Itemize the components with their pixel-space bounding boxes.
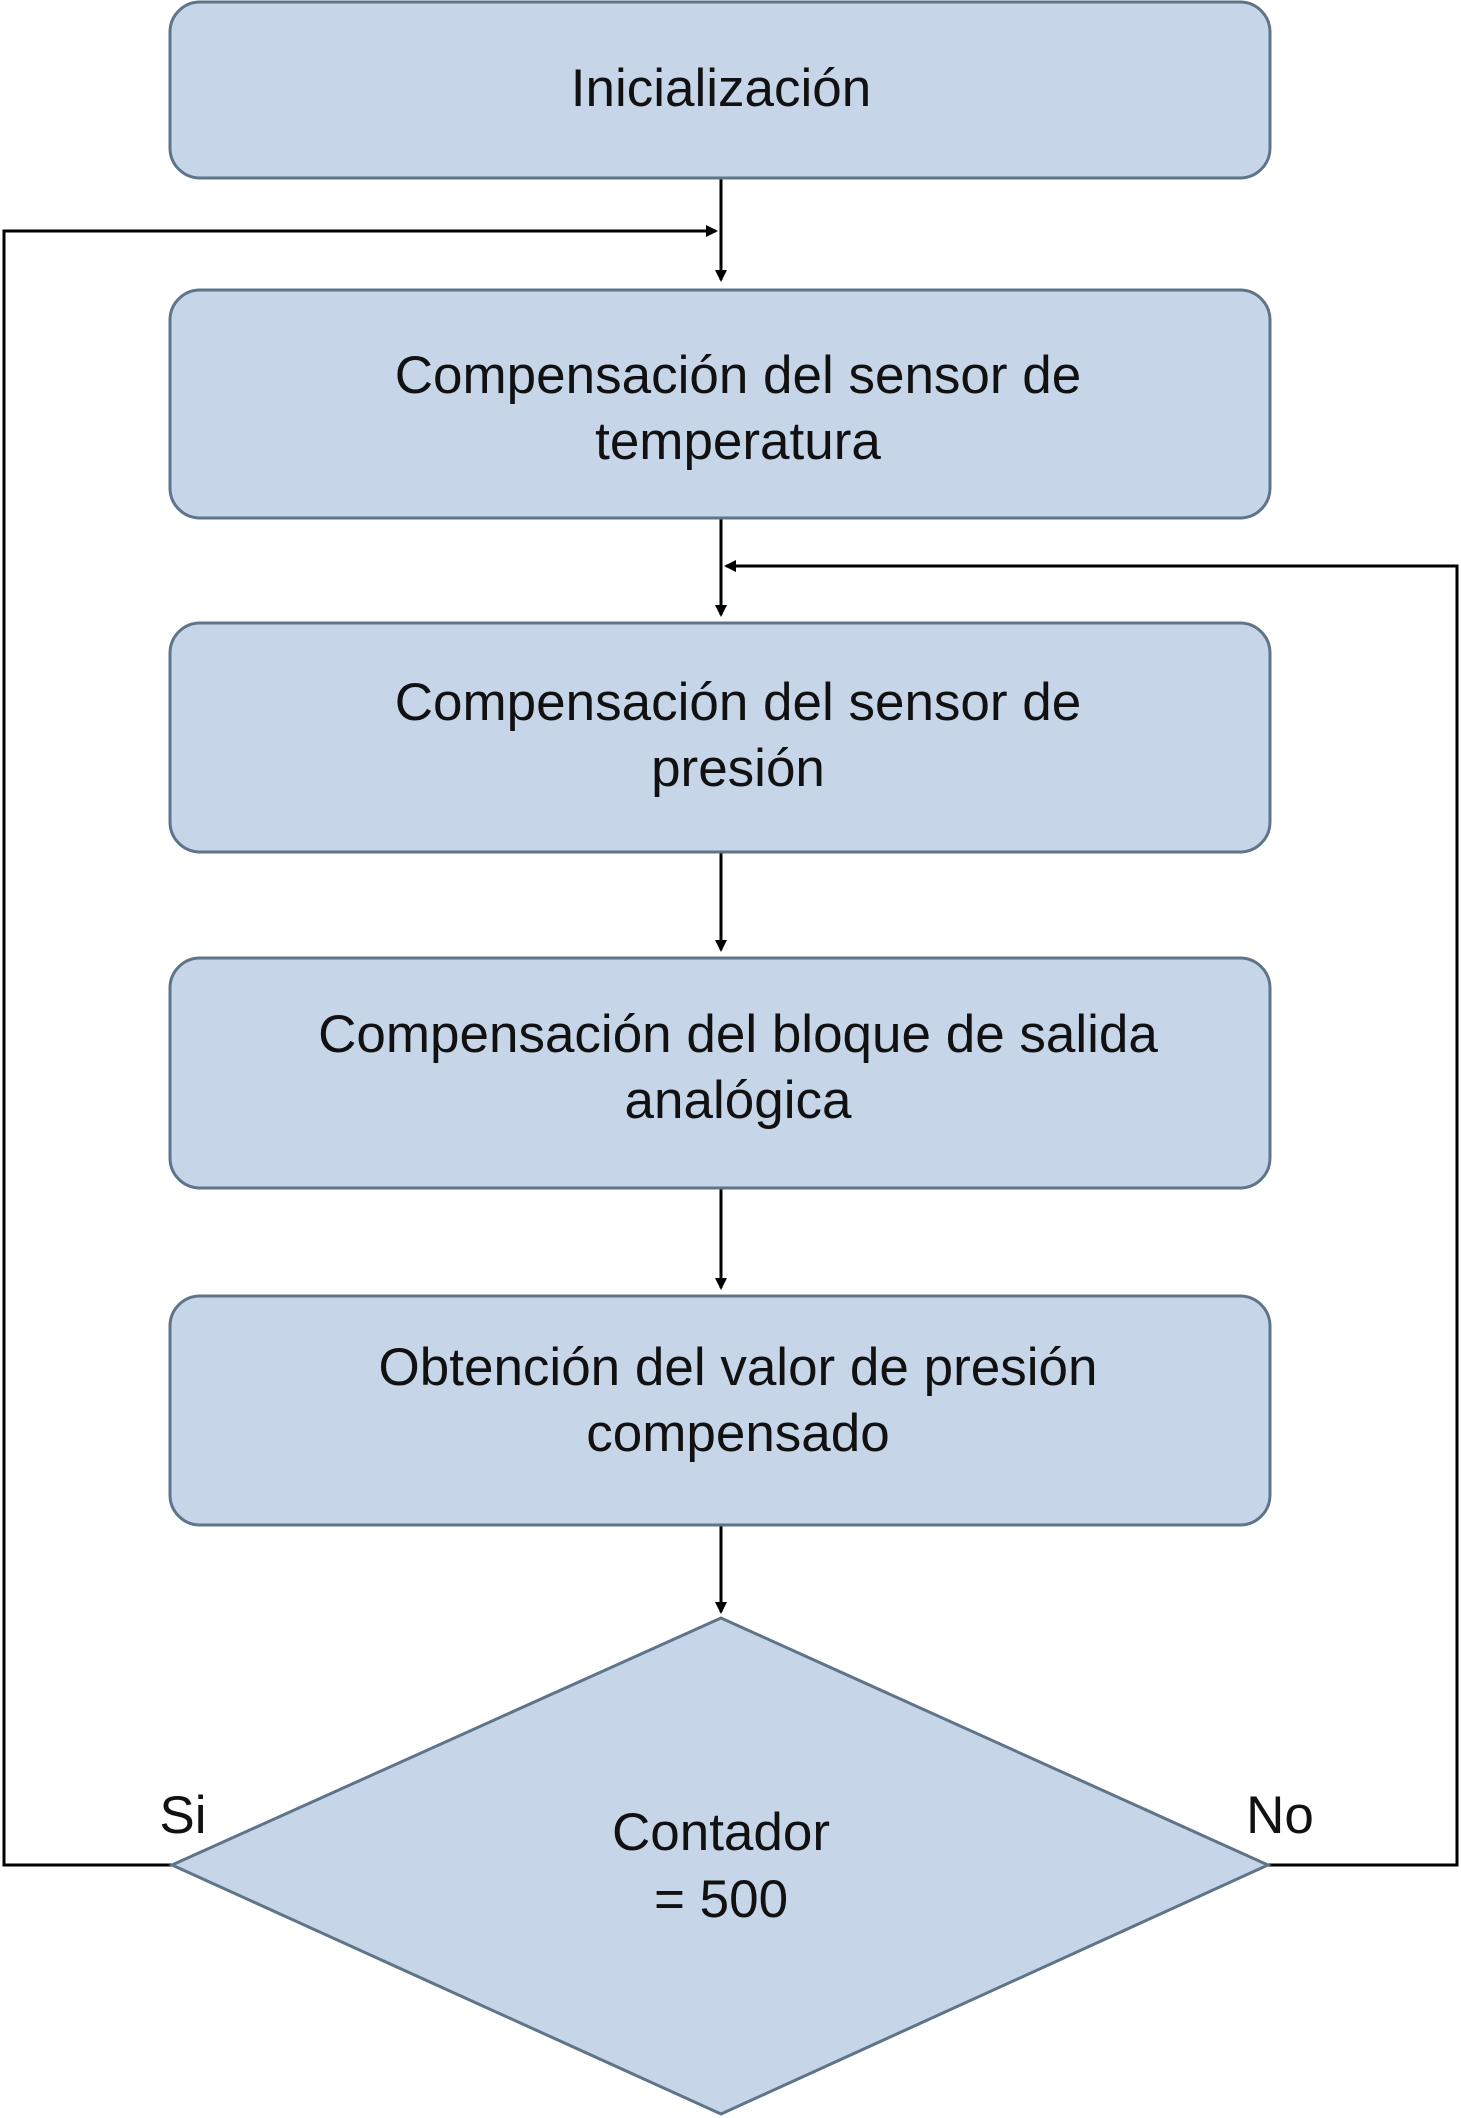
step-initialization: Inicialización (168, 0, 1272, 180)
decision-counter: Contador = 500 (168, 1616, 1272, 2116)
step-temperature-compensation-label-line1: Compensación del sensor de (395, 346, 1081, 405)
step-output-compensation: Compensación del bloque de salida analóg… (168, 956, 1272, 1190)
connectors (2, 178, 1459, 1867)
step-obtain-pressure-label-line1: Obtención del valor de presión (379, 1338, 1098, 1397)
step-output-compensation-label-line1: Compensación del bloque de salida (318, 1005, 1158, 1064)
decision-diamond (168, 1616, 1272, 2116)
connector-yes-loop (2, 225, 718, 1867)
step-pressure-compensation-box (168, 621, 1272, 854)
branch-no-label: No (1246, 1786, 1314, 1845)
step-initialization-box (168, 0, 1272, 180)
step-obtain-pressure-label-line2: compensado (586, 1404, 889, 1463)
step-obtain-pressure-box (168, 1294, 1272, 1527)
step-output-compensation-label-line2: analógica (625, 1071, 852, 1130)
step-initialization-label: Inicialización (571, 59, 871, 118)
step-pressure-compensation: Compensación del sensor de presión (168, 621, 1272, 854)
decision-label-line2: = 500 (654, 1870, 788, 1929)
step-temperature-compensation: Compensación del sensor de temperatura (168, 288, 1272, 520)
step-temperature-compensation-label-line2: temperatura (595, 412, 881, 471)
step-temperature-compensation-box (168, 288, 1272, 520)
branch-yes-label: Si (159, 1786, 206, 1845)
step-pressure-compensation-label-line2: presión (651, 739, 825, 798)
connector-no-loop (724, 560, 1459, 1867)
decision-label-line1: Contador (612, 1803, 830, 1862)
step-pressure-compensation-label-line1: Compensación del sensor de (395, 673, 1081, 732)
step-obtain-pressure: Obtención del valor de presión compensad… (168, 1294, 1272, 1527)
step-output-compensation-box (168, 956, 1272, 1190)
